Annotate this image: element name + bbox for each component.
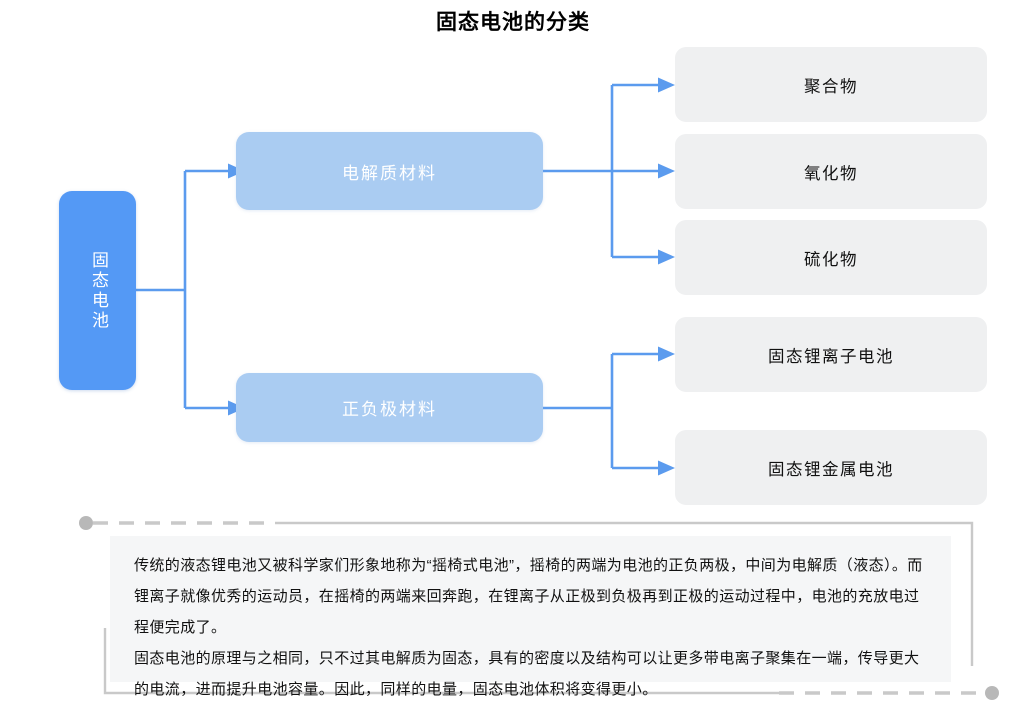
node-branch-electrode-material[interactable]: 正负极材料 xyxy=(236,373,543,442)
note-panel: 传统的液态锂电池又被科学家们形象地称为“摇椅式电池”，摇椅的两端为电池的正负两极… xyxy=(79,510,999,706)
node-branch-electrolyte-material[interactable]: 电解质材料 xyxy=(236,132,543,210)
node-leaf-oxide[interactable]: 氧化物 xyxy=(675,134,987,209)
node-root-label: 固态电池 xyxy=(88,250,108,331)
frame-dot-bottom-right xyxy=(985,686,999,700)
node-leaf-label: 氧化物 xyxy=(804,164,858,183)
node-leaf-solid-lithium-ion-battery[interactable]: 固态锂离子电池 xyxy=(675,317,987,392)
page-title: 固态电池的分类 xyxy=(436,11,590,34)
node-branch-label: 电解质材料 xyxy=(342,163,437,183)
node-leaf-label: 固态锂离子电池 xyxy=(768,347,894,366)
note-paragraph-2: 固态电池的原理与之相同，只不过其电解质为固态，具有的密度以及结构可以让更多带电离… xyxy=(134,650,920,698)
node-leaf-label: 固态锂金属电池 xyxy=(768,460,894,479)
note-text-box: 传统的液态锂电池又被科学家们形象地称为“摇椅式电池”，摇椅的两端为电池的正负两极… xyxy=(110,536,951,698)
frame-dot-top-left xyxy=(79,516,93,530)
node-leaf-label: 硫化物 xyxy=(804,250,858,269)
node-root[interactable]: 固态电池 xyxy=(59,191,136,390)
node-leaf-sulfide[interactable]: 硫化物 xyxy=(675,220,987,295)
note-frame-decoration xyxy=(93,521,982,695)
node-leaf-label: 聚合物 xyxy=(804,77,858,96)
node-branch-label: 正负极材料 xyxy=(342,400,437,419)
node-leaf-solid-lithium-metal-battery[interactable]: 固态锂金属电池 xyxy=(675,430,987,505)
note-paragraph-1: 传统的液态锂电池又被科学家们形象地称为“摇椅式电池”，摇椅的两端为电池的正负两极… xyxy=(134,557,923,636)
node-leaf-polymer[interactable]: 聚合物 xyxy=(675,47,987,122)
